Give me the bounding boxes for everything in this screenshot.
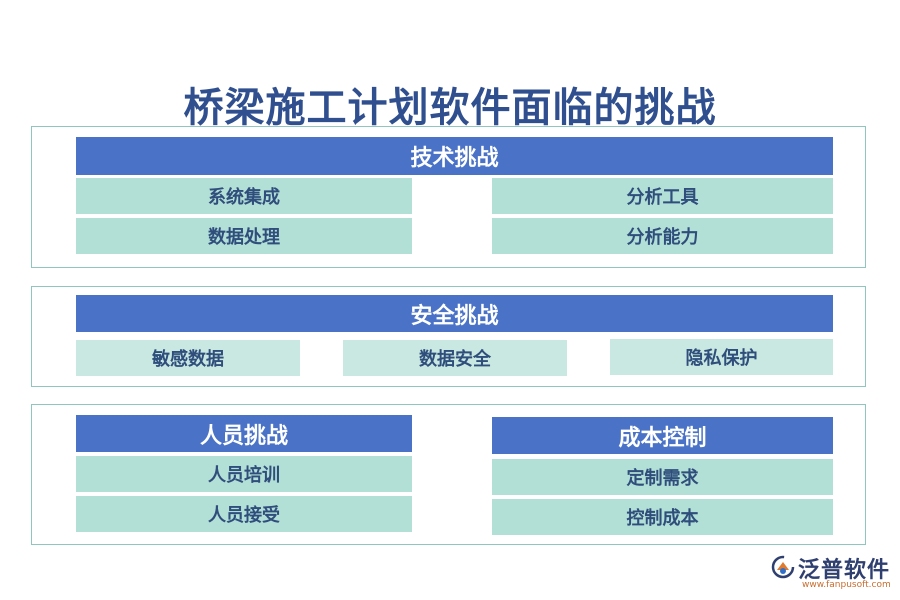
tech-challenge-header: 技术挑战	[76, 137, 833, 175]
page-title: 桥梁施工计划软件面临的挑战	[183, 84, 717, 131]
people-challenge-header: 人员挑战	[76, 415, 412, 452]
item-analysis-tools: 分析工具	[492, 178, 833, 214]
fanpu-logo[interactable]: 泛普软件 www.fanpusoft.com	[770, 552, 895, 594]
security-challenge-header: 安全挑战	[76, 295, 833, 332]
item-sensitive-data: 敏感数据	[76, 340, 300, 376]
item-system-integration: 系统集成	[76, 178, 412, 214]
cost-control-header: 成本控制	[492, 417, 833, 454]
item-privacy-protection: 隐私保护	[610, 339, 833, 375]
item-custom-requirements: 定制需求	[492, 459, 833, 495]
fanpu-logo-icon	[771, 555, 795, 579]
item-data-processing: 数据处理	[76, 218, 412, 254]
item-data-security: 数据安全	[343, 340, 567, 376]
item-analysis-capability: 分析能力	[492, 218, 833, 254]
logo-url: www.fanpusoft.com	[802, 580, 891, 590]
logo-name: 泛普软件	[798, 558, 891, 583]
item-staff-acceptance: 人员接受	[76, 496, 412, 532]
item-staff-training: 人员培训	[76, 456, 412, 492]
item-cost-control: 控制成本	[492, 499, 833, 535]
